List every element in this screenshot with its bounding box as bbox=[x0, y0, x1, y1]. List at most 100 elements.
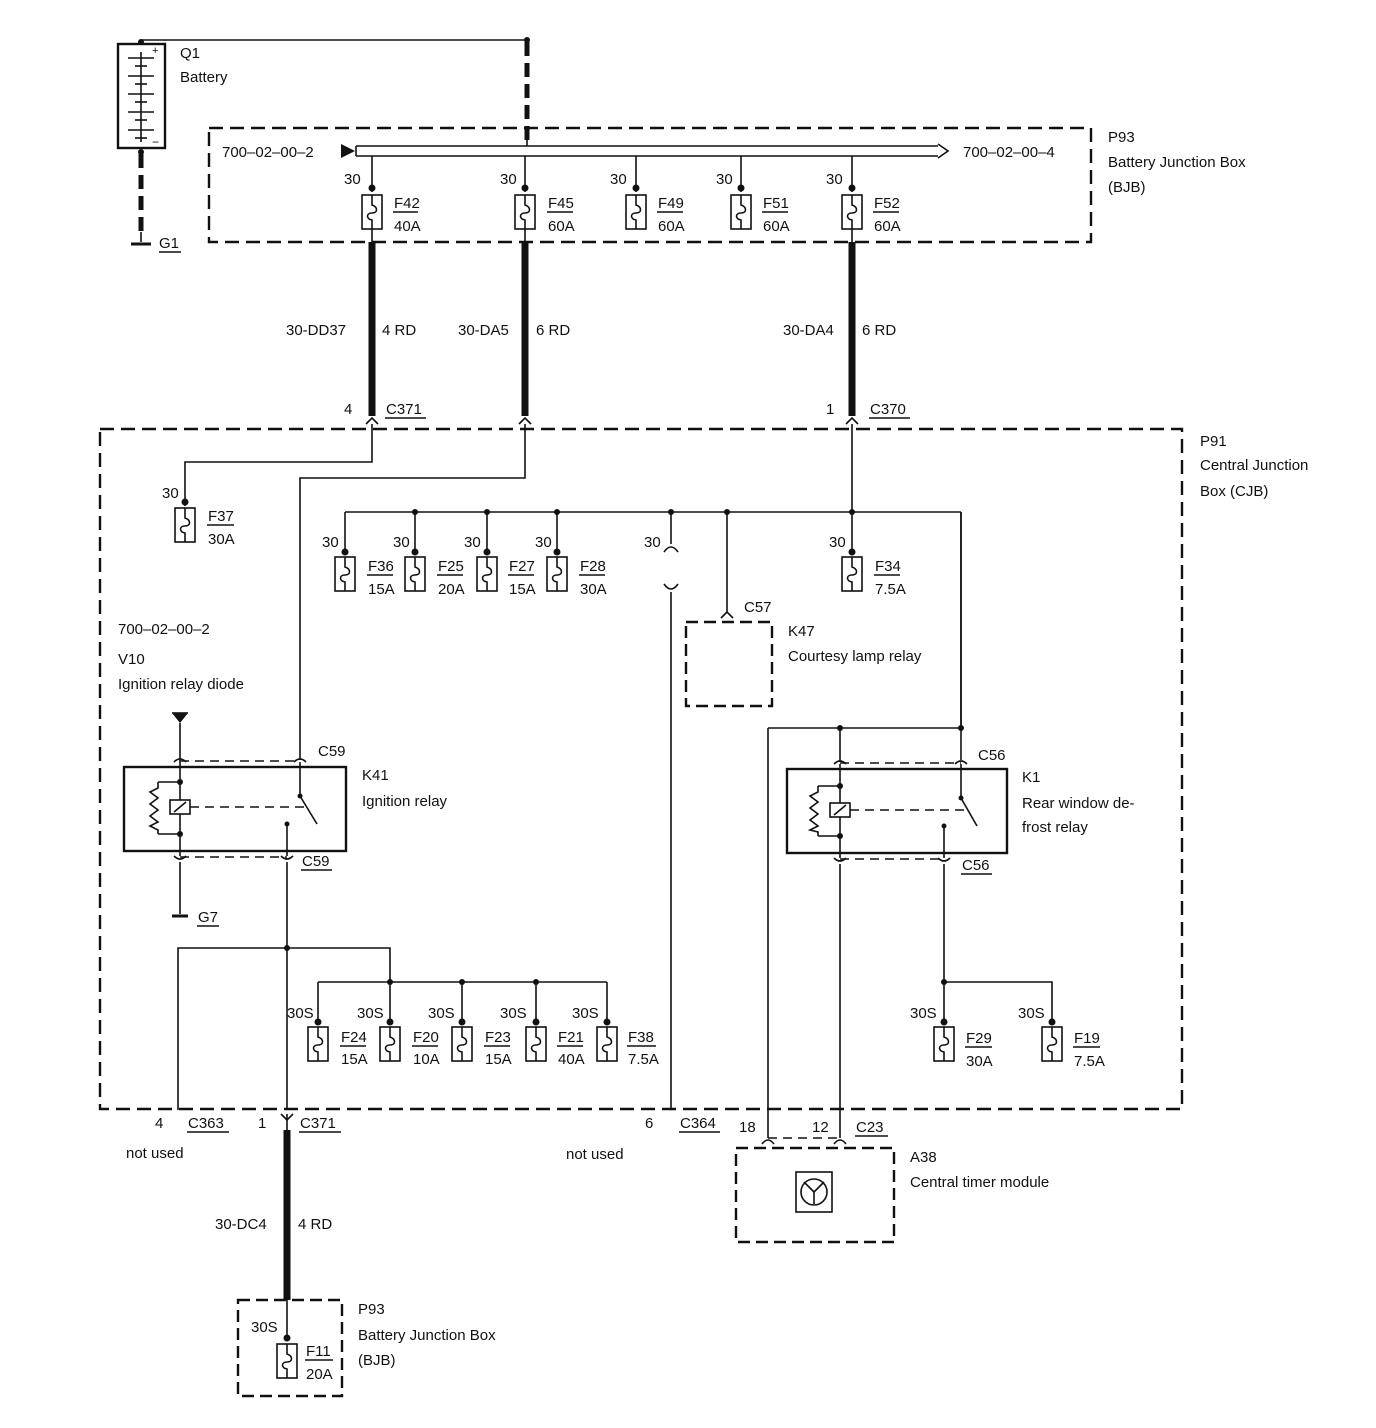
courtesy-relay-id: K47 bbox=[788, 623, 815, 640]
fuse-rating: 20A bbox=[438, 581, 465, 598]
connector-c370: C370 bbox=[870, 401, 906, 418]
fuse-id: F36 bbox=[368, 558, 394, 575]
fuse-f25: 30 F25 20A bbox=[393, 534, 465, 598]
wire-code: 30-DA5 bbox=[458, 322, 509, 339]
fuse-rating: 60A bbox=[874, 218, 901, 235]
wire-spec: 6 RD bbox=[862, 322, 896, 339]
fuse-id: F34 bbox=[875, 558, 901, 575]
label: 30S bbox=[500, 1005, 527, 1022]
label: 18 bbox=[739, 1119, 756, 1136]
fuse-f23: 30S F23 15A bbox=[428, 1005, 512, 1068]
fuse-id: F38 bbox=[628, 1029, 654, 1046]
fuse-rating: 60A bbox=[658, 218, 685, 235]
bjb-top-label: Battery Junction Box bbox=[1108, 154, 1246, 171]
bus-bar bbox=[341, 143, 950, 159]
bjb-bottom-id: P93 bbox=[358, 1301, 385, 1318]
defrost-relay-id: K1 bbox=[1022, 769, 1040, 786]
connector-c56: C56 bbox=[962, 857, 990, 874]
label: 30 bbox=[716, 171, 733, 188]
fuse-rating: 15A bbox=[485, 1051, 512, 1068]
label: 30 bbox=[644, 534, 661, 551]
fuse-rating: 7.5A bbox=[875, 581, 906, 598]
fuse-rating: 15A bbox=[341, 1051, 368, 1068]
label: 30 bbox=[393, 534, 410, 551]
bjb-bottom-label-2: (BJB) bbox=[358, 1352, 396, 1369]
connector-c23: C23 bbox=[856, 1119, 884, 1136]
bjb-bottom-label: Battery Junction Box bbox=[358, 1327, 496, 1344]
cjb-label-2: Box (CJB) bbox=[1200, 483, 1268, 500]
connector-c371: C371 bbox=[300, 1115, 336, 1132]
wire-spec: 4 RD bbox=[382, 322, 416, 339]
fuse-id: F42 bbox=[394, 195, 420, 212]
fuse-rating: 60A bbox=[763, 218, 790, 235]
fuse-f27: 30 F27 15A bbox=[464, 534, 536, 598]
fuse-rating: 30A bbox=[580, 581, 607, 598]
label: 30 bbox=[344, 171, 361, 188]
label: 12 bbox=[812, 1119, 829, 1136]
label: 30S bbox=[251, 1319, 278, 1336]
fuse-id: F11 bbox=[306, 1343, 331, 1360]
label: 1 bbox=[258, 1115, 266, 1132]
fuse-f21: 30S F21 40A bbox=[500, 1005, 585, 1068]
bjb-top-label-2: (BJB) bbox=[1108, 179, 1146, 196]
ground-g1: G1 bbox=[159, 235, 179, 252]
fuse-id: F49 bbox=[658, 195, 684, 212]
fuse-f42: 30 F42 40A bbox=[344, 156, 421, 235]
ignition-relay-box bbox=[122, 765, 348, 853]
defrost-relay-coil bbox=[807, 764, 966, 858]
fuse-rating: 40A bbox=[394, 218, 421, 235]
label: 4 bbox=[344, 401, 352, 418]
fuse-rating: 15A bbox=[368, 581, 395, 598]
fuse-rating: 15A bbox=[509, 581, 536, 598]
wire-spec: 6 RD bbox=[536, 322, 570, 339]
defrost-relay-switch bbox=[941, 764, 978, 858]
fuse-id: F51 bbox=[763, 195, 789, 212]
label: 30 bbox=[464, 534, 481, 551]
fuse-id: F25 bbox=[438, 558, 464, 575]
bjb-top-box bbox=[207, 126, 1093, 244]
fuse-rating: 7.5A bbox=[628, 1051, 659, 1068]
diode-label: Ignition relay diode bbox=[118, 676, 244, 693]
fuse-rating: 40A bbox=[558, 1051, 585, 1068]
fuse-rating: 30A bbox=[208, 531, 235, 548]
battery-symbol: + − bbox=[116, 42, 167, 150]
fuse-f11: 30S F11 20A bbox=[251, 1319, 333, 1383]
fuse-f49: 30 F49 60A bbox=[610, 156, 685, 235]
bjb-bottom-box bbox=[236, 1298, 344, 1398]
label: 1 bbox=[826, 401, 834, 418]
label: 30 bbox=[535, 534, 552, 551]
cjb-label: Central Junction bbox=[1200, 457, 1308, 474]
ignition-relay-switch bbox=[284, 762, 318, 856]
fuse-rating: 7.5A bbox=[1074, 1053, 1105, 1070]
connector-c363: C363 bbox=[188, 1115, 224, 1132]
timer-label: Central timer module bbox=[910, 1174, 1049, 1191]
label: 30 bbox=[610, 171, 627, 188]
fuse-rating: 30A bbox=[966, 1053, 993, 1070]
label: 30S bbox=[910, 1005, 937, 1022]
label: 30 bbox=[322, 534, 339, 551]
ignition-relay-label: Ignition relay bbox=[362, 793, 448, 810]
svg-text:+: + bbox=[152, 45, 158, 57]
fuse-f51: 30 F51 60A bbox=[716, 156, 790, 235]
fuse-f34: 30 F34 7.5A bbox=[829, 534, 906, 598]
label: 30S bbox=[572, 1005, 599, 1022]
label: 30 bbox=[500, 171, 517, 188]
label: 4 bbox=[155, 1115, 163, 1132]
fuse-f37: 30 F37 30A bbox=[162, 485, 235, 548]
connector-c56: C56 bbox=[978, 747, 1006, 764]
fuse-id: F28 bbox=[580, 558, 606, 575]
courtesy-relay-box bbox=[684, 620, 774, 708]
label: 30S bbox=[428, 1005, 455, 1022]
connector-c57: C57 bbox=[744, 599, 772, 616]
connector-c59: C59 bbox=[302, 853, 330, 870]
fuse-f24: 30S F24 15A bbox=[287, 1005, 368, 1068]
defrost-relay-label-2: frost relay bbox=[1022, 819, 1088, 836]
timer-module-box bbox=[734, 1146, 896, 1244]
label: 30S bbox=[357, 1005, 384, 1022]
fuse-f45: 30 F45 60A bbox=[500, 156, 575, 235]
fuse-id: F52 bbox=[874, 195, 900, 212]
fuse-f20: 30S F20 10A bbox=[357, 1005, 440, 1068]
diode-id: V10 bbox=[118, 651, 145, 668]
fuse-f36: 30 F36 15A bbox=[322, 534, 395, 598]
